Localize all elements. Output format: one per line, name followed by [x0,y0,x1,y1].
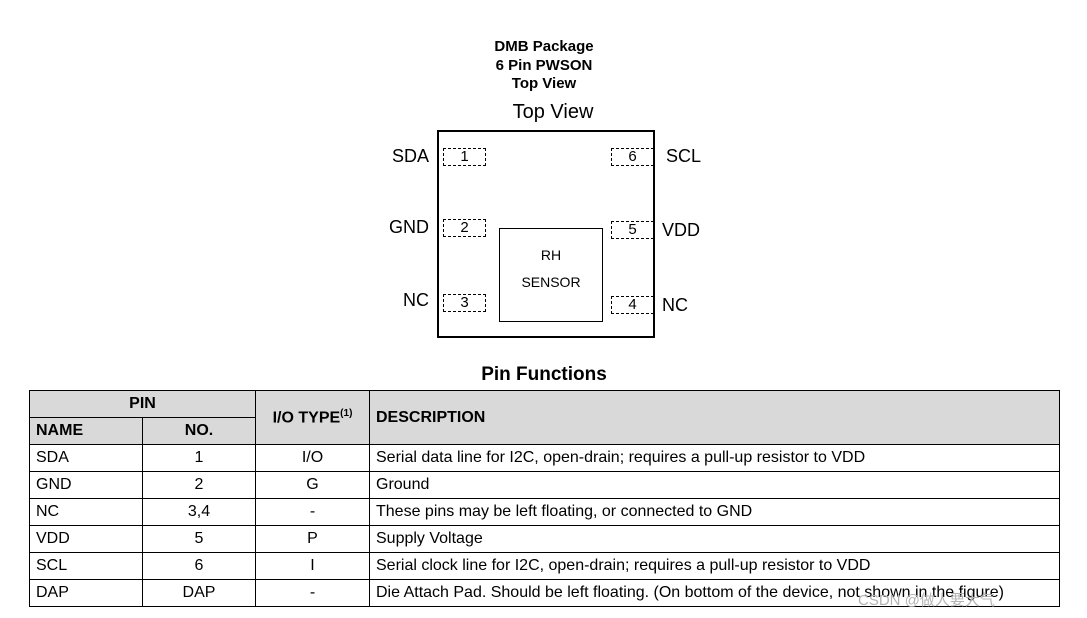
sensor-label-line1: RH [540,247,562,263]
cell-name: NC [29,498,143,526]
pin-label-sda: SDA [391,146,429,166]
table-row: DAP DAP - Die Attach Pad. Should be left… [29,579,1060,607]
cell-io: G [255,471,370,499]
cell-description: Supply Voltage [369,525,1060,553]
header-name: NAME [29,417,143,445]
cell-no: 3,4 [142,498,256,526]
cell-description: Die Attach Pad. Should be left floating.… [369,579,1060,607]
pin-pad-3: 3 [443,294,486,312]
pin-pad-4: 4 [611,296,654,314]
cell-io: - [255,498,370,526]
cell-io: I [255,552,370,580]
cell-description: Serial clock line for I2C, open-drain; r… [369,552,1060,580]
pin-functions-table: PIN I/O TYPE(1) DESCRIPTION NAME NO. SDA… [29,390,1060,607]
rh-sensor-block: RH SENSOR [499,228,603,322]
header-pin: PIN [29,390,256,418]
cell-name: GND [29,471,143,499]
pin-label-vdd: VDD [662,220,701,240]
watermark: CSDN @做人要大气 [858,592,995,609]
cell-io: - [255,579,370,607]
cell-no: 6 [142,552,256,580]
cell-name: SDA [29,444,143,472]
table-row: NC 3,4 - These pins may be left floating… [29,498,1060,526]
package-title-line3: Top View [511,75,577,92]
header-io-type-footnote: (1) [340,407,353,419]
table-row: GND 2 G Ground [29,471,1060,499]
cell-io: P [255,525,370,553]
diagram-top-view-label: Top View [512,101,594,123]
cell-no: 1 [142,444,256,472]
header-io-type: I/O TYPE(1) [255,390,370,445]
pin-label-nc-left: NC [403,290,429,310]
pin-functions-title: Pin Functions [481,364,607,385]
cell-description: These pins may be left floating, or conn… [369,498,1060,526]
package-title: DMB Package 6 Pin PWSON Top View [444,38,644,94]
cell-name: SCL [29,552,143,580]
cell-no: 5 [142,525,256,553]
package-title-line1: DMB Package [494,38,594,55]
header-no: NO. [142,417,256,445]
pin-pad-5: 5 [611,221,654,239]
table-row: VDD 5 P Supply Voltage [29,525,1060,553]
chip-outline: 1 2 3 4 5 6 RH SENSOR [437,130,655,338]
pin-label-gnd: GND [389,217,429,237]
pin-pad-6: 6 [611,148,654,166]
cell-no: 2 [142,471,256,499]
cell-name: DAP [29,579,143,607]
cell-name: VDD [29,525,143,553]
header-io-type-text: I/O TYPE [272,409,341,427]
sensor-label-line2: SENSOR [521,274,581,290]
table-row: SCL 6 I Serial clock line for I2C, open-… [29,552,1060,580]
cell-io: I/O [255,444,370,472]
cell-description: Ground [369,471,1060,499]
package-title-line2: 6 Pin PWSON [495,56,593,74]
pin-label-scl: SCL [666,146,702,166]
header-description: DESCRIPTION [369,390,1060,445]
table-row: SDA 1 I/O Serial data line for I2C, open… [29,444,1060,472]
cell-description: Serial data line for I2C, open-drain; re… [369,444,1060,472]
pin-pad-2: 2 [443,219,486,237]
pin-label-nc-right: NC [662,295,688,315]
pin-pad-1: 1 [443,148,486,166]
cell-no: DAP [142,579,256,607]
